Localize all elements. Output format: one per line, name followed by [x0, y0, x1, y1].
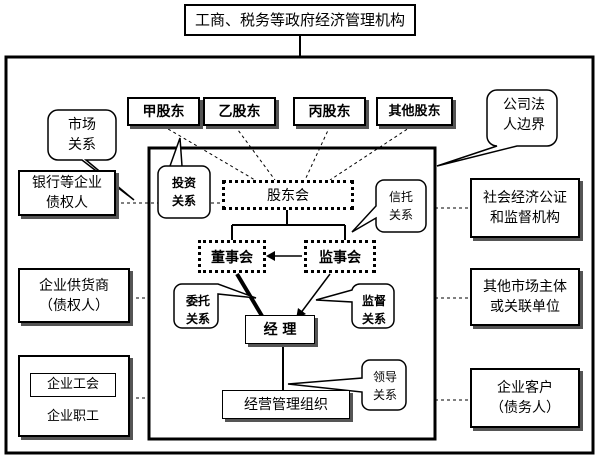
company-boundary-label: 公司法 人边界 — [503, 97, 545, 133]
company-boundary — [147, 146, 437, 441]
investment-relation-label: 投资 关系 — [171, 176, 196, 208]
trust-callout — [351, 179, 427, 233]
customers-debtors: 企业客户 （债务人） — [470, 368, 580, 428]
entrust-callout — [173, 283, 257, 329]
notary-supervision-org: 社会经济公证 和监督机构 — [470, 178, 580, 238]
supervise-relation-label: 监督 关系 — [361, 294, 386, 326]
lead-relation-label: 领导 关系 — [372, 370, 397, 402]
board-of-directors: 董事会 — [198, 240, 266, 273]
shareholders-meeting: 股东会 — [222, 180, 354, 210]
shareholder-bing: 丙股东 — [293, 97, 366, 126]
shareholder-yi: 乙股东 — [203, 97, 276, 126]
supervise-callout — [315, 283, 395, 329]
investment-callout — [157, 137, 211, 219]
entrust-relation-label: 委托 关系 — [185, 294, 210, 326]
supervisory-board: 监事会 — [304, 240, 376, 273]
market-relation-label: 市场 关系 — [68, 117, 96, 153]
trade-union: 企业工会 — [30, 373, 116, 397]
lead-callout — [287, 359, 407, 411]
boundary-callout — [436, 89, 558, 167]
other-market-entities: 其他市场主体 或关联单位 — [470, 268, 580, 326]
operations-organization: 经营管理组织 — [222, 390, 350, 419]
manager: 经 理 — [245, 315, 315, 344]
bank-creditors: 银行等企业 债权人 — [18, 170, 116, 216]
shareholder-other: 其他股东 — [376, 97, 453, 126]
trust-relation-label: 信托 关系 — [388, 190, 413, 222]
government-agency-box: 工商、税务等政府经济管理机构 — [184, 4, 416, 36]
shareholder-jia: 甲股东 — [127, 97, 200, 126]
staff-label: 企业职工 — [46, 409, 99, 424]
suppliers-creditors: 企业供货商 （债权人） — [18, 268, 130, 323]
